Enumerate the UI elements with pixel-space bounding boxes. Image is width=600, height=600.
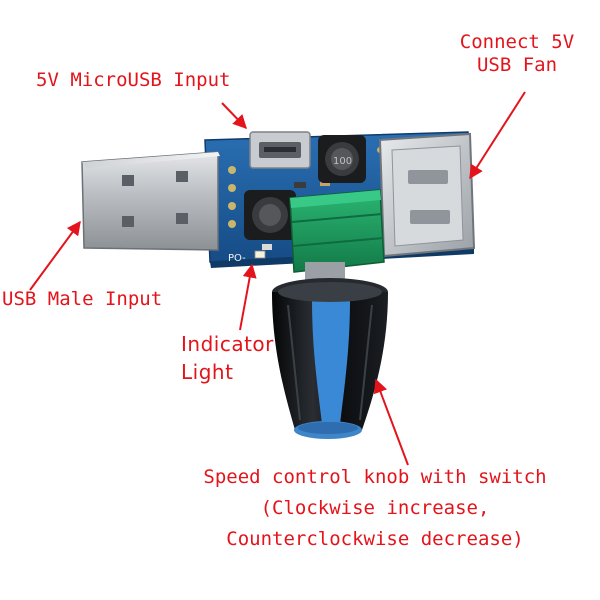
potentiometer — [289, 189, 385, 288]
usb-male-connector — [81, 151, 220, 251]
label-indicator-light: Indicator Light — [181, 330, 274, 386]
label-connect-fan-line1: Connect 5V — [459, 31, 575, 53]
label-indicator-line2: Light — [181, 360, 234, 384]
annotation-arrows — [29, 91, 526, 466]
micro-usb-port — [249, 131, 311, 169]
label-speed-knob-line1: Speed control knob with switch — [203, 466, 547, 488]
inductor-bottom — [244, 190, 296, 240]
arrow-indicator — [239, 263, 257, 331]
speed-knob — [272, 278, 388, 439]
arrow-knob — [373, 378, 409, 466]
indicator-led — [254, 250, 266, 259]
svg-text:100: 100 — [333, 156, 352, 167]
label-speed-knob-line2: (Clockwise increase, — [260, 497, 490, 519]
arrow-usb-male — [29, 220, 81, 291]
inductor-top: 100 — [318, 135, 366, 183]
female-usb-port — [378, 132, 476, 258]
label-speed-knob: Speed control knob with switch (Clockwis… — [150, 462, 600, 555]
label-microusb-input: 5V MicroUSB Input — [36, 69, 231, 91]
arrow-microusb — [221, 102, 247, 130]
board-silkscreen-label: PO- — [228, 253, 246, 264]
label-connect-fan: Connect 5V USB Fan — [446, 31, 588, 77]
label-usb-male-input: USB Male Input — [2, 288, 163, 310]
label-speed-knob-line3: Counterclockwise decrease) — [226, 528, 524, 550]
arrow-fan-port — [469, 91, 526, 180]
label-indicator-line1: Indicator — [181, 332, 274, 356]
label-connect-fan-line2: USB Fan — [476, 54, 558, 76]
